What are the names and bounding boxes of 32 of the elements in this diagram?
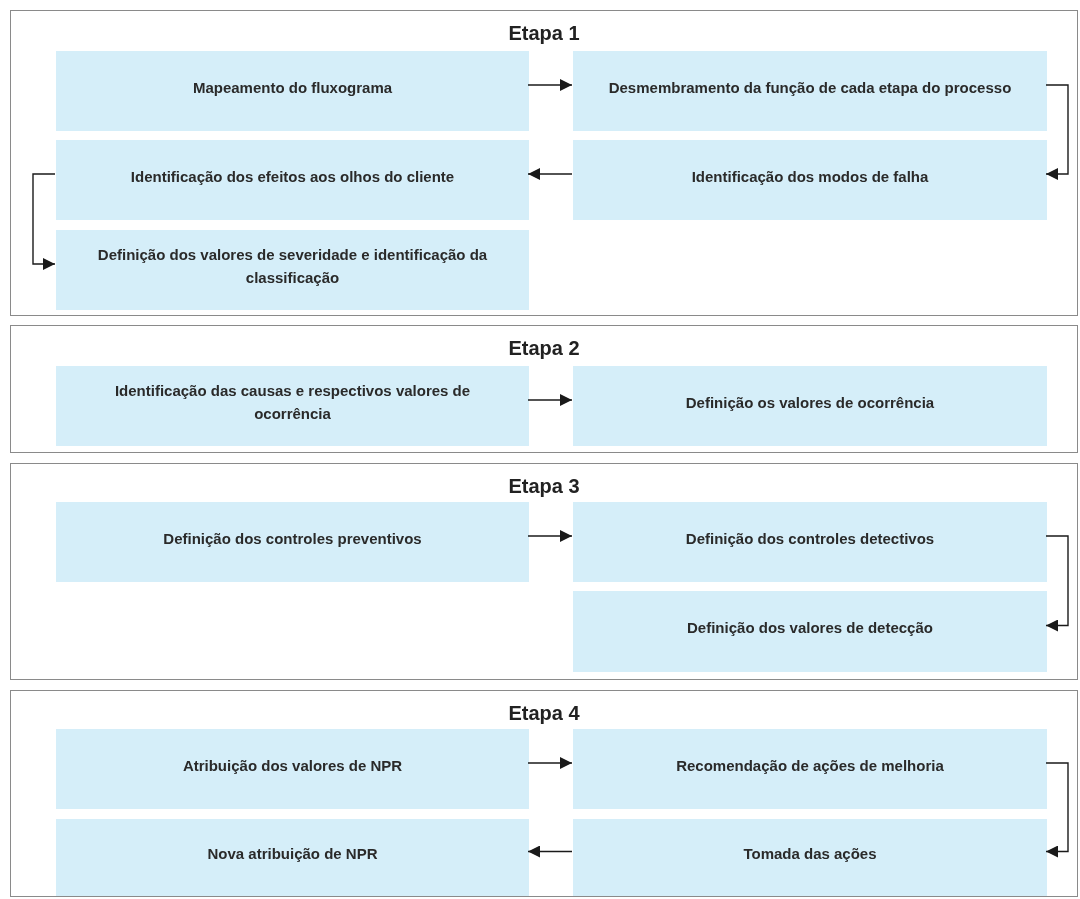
stage-heading: Etapa 4 xyxy=(508,701,580,726)
process-box: Identificação das causas e respectivos valores de ocorrência xyxy=(56,366,529,446)
process-box: Nova atribuição de NPR xyxy=(56,819,529,896)
stage-heading: Etapa 3 xyxy=(508,474,580,499)
arrow xyxy=(527,168,573,180)
arrow xyxy=(1045,762,1069,858)
process-box: Definição dos controles detectivos xyxy=(573,502,1047,582)
arrow xyxy=(527,79,573,91)
process-box: Definição os valores de ocorrência xyxy=(573,366,1047,446)
process-box: Identificação dos efeitos aos olhos do cliente xyxy=(56,140,529,220)
process-box: Definição dos valores de severidade e identificação da classificação xyxy=(56,230,529,310)
arrow xyxy=(527,394,573,406)
arrow xyxy=(1045,535,1069,632)
process-box: Definição dos valores de detecção xyxy=(573,591,1047,672)
arrow xyxy=(527,530,573,542)
stage-panel xyxy=(10,325,1078,453)
process-box: Tomada das ações xyxy=(573,819,1047,896)
stage-heading: Etapa 2 xyxy=(508,336,580,361)
stage-panel xyxy=(10,690,1078,897)
process-box: Mapeamento do fluxograma xyxy=(56,51,529,131)
stage-panel xyxy=(10,463,1078,680)
process-box: Atribuição dos valores de NPR xyxy=(56,729,529,809)
arrow xyxy=(32,173,56,270)
arrow xyxy=(527,845,573,858)
process-box: Desmembramento da função de cada etapa do processo xyxy=(573,51,1047,131)
stage-heading: Etapa 1 xyxy=(508,21,580,46)
stage-panel xyxy=(10,10,1078,316)
process-box: Identificação dos modos de falha xyxy=(573,140,1047,220)
process-box: Definição dos controles preventivos xyxy=(56,502,529,582)
process-box: Recomendação de ações de melhoria xyxy=(573,729,1047,809)
arrow xyxy=(527,757,573,769)
arrow xyxy=(1045,84,1069,180)
